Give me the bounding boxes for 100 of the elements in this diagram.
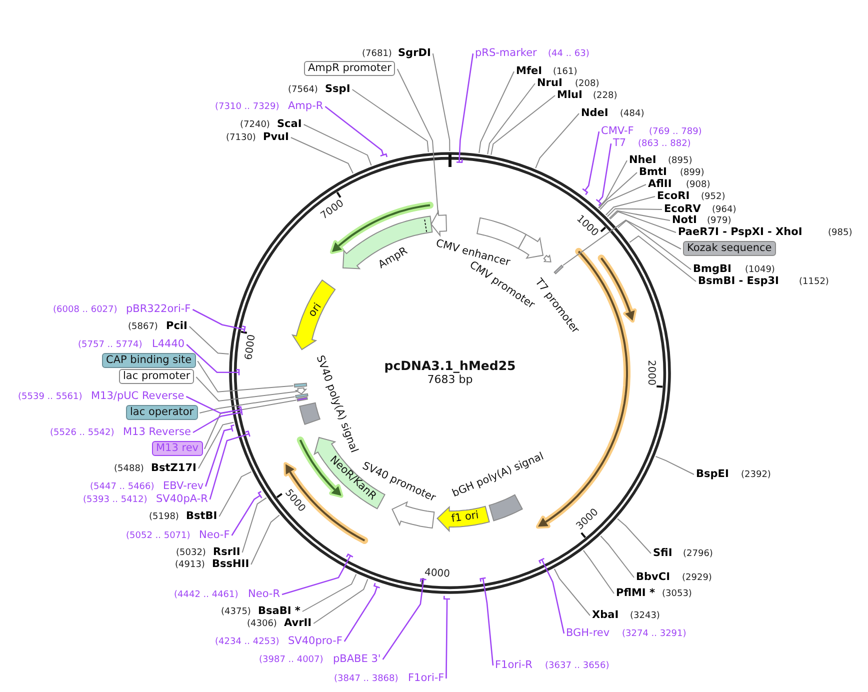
leader-line	[538, 558, 565, 634]
cut-site-position: (208)	[575, 79, 600, 89]
enzyme-name: NheI	[629, 154, 656, 166]
leader-line	[478, 71, 514, 154]
cut-site-position: (2929)	[682, 573, 712, 583]
leader-line	[456, 52, 474, 163]
leader-line	[188, 326, 230, 354]
enzyme-name: MfeI	[516, 65, 542, 77]
leader-line	[598, 172, 638, 209]
primer-name: BGH-rev	[566, 627, 610, 639]
plasmid-name: pcDNA3.1_hMed25	[384, 359, 516, 373]
primer-name: Neo-F	[199, 529, 230, 541]
leader-line	[281, 553, 354, 596]
primer-name: T7	[613, 137, 626, 149]
cut-site-position: (908)	[686, 180, 710, 190]
feature-tag: AmpR promoter	[304, 60, 396, 76]
enzyme-name: XbaI	[592, 609, 619, 621]
feature-block	[294, 382, 308, 388]
leader-line	[250, 514, 280, 565]
enzyme-name: SspI	[325, 83, 350, 95]
enzyme-name: EcoRV	[664, 203, 701, 215]
feature-tag: lac operator	[126, 404, 198, 420]
cut-site-position: (7681)	[362, 49, 392, 59]
cut-site-position: (899)	[680, 168, 704, 178]
leader-line	[198, 422, 234, 469]
cut-site-position: (5488)	[114, 464, 144, 474]
leader-line	[186, 344, 240, 376]
enzyme-name: ScaI	[277, 118, 302, 130]
primer-position: (4234 .. 4253)	[215, 637, 280, 647]
primer-position: (3987 .. 4007)	[259, 655, 324, 665]
leader-line	[617, 518, 652, 554]
cut-site-position: (161)	[553, 67, 578, 77]
primer-position: (5447 .. 5466)	[90, 482, 154, 492]
cut-site-position: (964)	[712, 205, 736, 215]
enzyme-name: BsaBI *	[258, 605, 300, 617]
leader-line	[582, 130, 600, 196]
cut-site-position: (4375)	[221, 607, 251, 617]
leader-line	[554, 568, 590, 616]
leader-line	[218, 471, 252, 517]
primer-position: (5757 .. 5774)	[78, 340, 142, 350]
cut-site-position: (2796)	[683, 549, 713, 559]
scale-label: 2000	[645, 360, 657, 386]
leader-line	[290, 137, 354, 174]
feature-band	[294, 387, 308, 395]
leader-line	[596, 142, 612, 206]
leader-line	[242, 497, 267, 553]
primer-name: pBR322ori-F	[126, 303, 191, 315]
primer-position: (44 .. 63)	[548, 49, 590, 59]
feature-band: ori	[291, 279, 336, 350]
leader-line	[396, 68, 439, 215]
enzyme-name: BssHII	[212, 558, 250, 570]
leader-line	[600, 184, 646, 210]
leader-line	[490, 95, 556, 156]
primer-position: (3274 .. 3291)	[622, 629, 686, 639]
cut-site-position: (7130)	[226, 133, 256, 143]
primer-name: pRS-marker	[475, 47, 537, 59]
leader-line	[199, 396, 296, 414]
leader-line	[432, 53, 450, 152]
cut-site-position: (1049)	[745, 265, 775, 275]
leader-line	[598, 160, 628, 208]
cut-site-position: (3053)	[662, 589, 692, 599]
enzyme-name: BspEI	[696, 468, 729, 480]
enzyme-name: BsmBI - Esp3I	[698, 275, 779, 287]
enzyme-name: AflII	[648, 178, 672, 190]
feature-tag: lac promoter	[119, 368, 194, 384]
enzyme-name: MluI	[557, 89, 582, 101]
leader-line	[186, 396, 242, 414]
leader-line	[443, 595, 451, 680]
leader-line	[480, 577, 494, 666]
enzyme-name: SgrDI	[398, 47, 431, 59]
leader-line	[231, 490, 262, 536]
primer-position: (863 .. 882)	[638, 139, 691, 149]
cut-site-position: (5198)	[149, 512, 179, 522]
leader-line	[352, 89, 429, 153]
primer-name: M13 Reverse	[123, 426, 191, 438]
leader-line	[303, 124, 372, 166]
primer-position: (5526 .. 5542)	[50, 428, 114, 438]
leader-line	[324, 106, 388, 158]
feature-block	[295, 393, 308, 398]
feature-band	[430, 210, 448, 237]
feature-tag: Kozak sequence	[683, 240, 776, 256]
leader-line	[535, 113, 580, 169]
primer-position: (5539 .. 5561)	[18, 392, 82, 402]
primer-name: EBV-rev	[163, 480, 204, 492]
cut-site-position: (979)	[707, 216, 732, 226]
primer-position: (4442 .. 4461)	[174, 590, 238, 600]
enzyme-name: NruI	[537, 77, 562, 89]
cut-site-position: (4306)	[247, 619, 277, 629]
primer-position: (5393 .. 5412)	[83, 495, 148, 505]
primer-name: SV40pro-F	[288, 635, 342, 647]
plasmid-size: 7683 bp	[427, 373, 473, 387]
primer-name: L4440	[152, 338, 185, 350]
leader-line	[600, 536, 634, 578]
cut-site-position: (985)	[828, 228, 852, 238]
primer-name: CMV-F	[601, 125, 634, 137]
leader-line	[606, 208, 662, 217]
cut-site-position: (228)	[593, 91, 618, 101]
enzyme-name: BmgBI	[693, 263, 732, 275]
cut-site-position: (1152)	[799, 277, 829, 287]
enzyme-name: NotI	[672, 214, 697, 226]
